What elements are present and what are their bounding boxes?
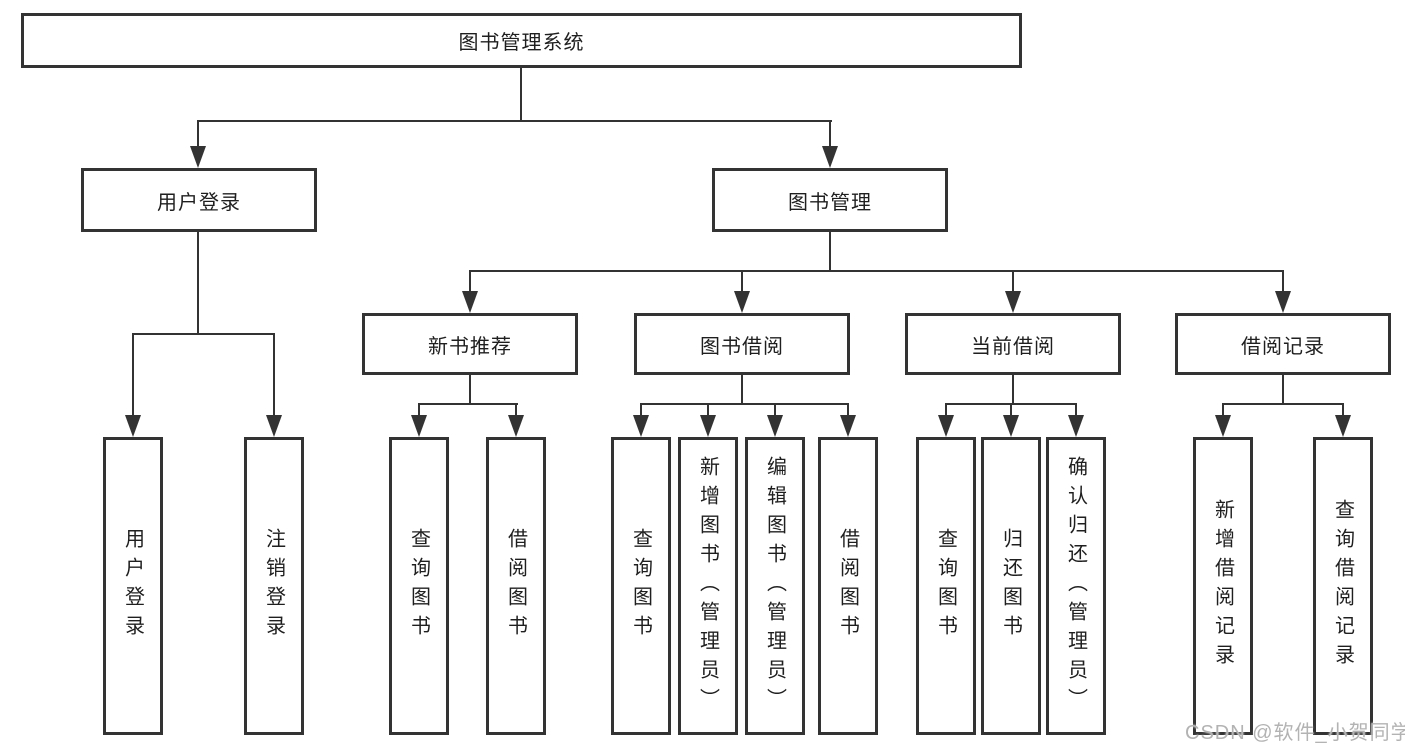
connector-line (197, 120, 832, 122)
connector-line (469, 375, 471, 404)
node-current-borrow: 当前借阅 (905, 313, 1121, 375)
arrow-down-icon (125, 415, 141, 437)
arrow-down-icon (1215, 415, 1231, 437)
connector-line (707, 403, 709, 415)
leaf-query-books-3: 查询图书 (916, 437, 976, 735)
leaf-edit-book-admin: 编辑图书（管理员） (745, 437, 805, 735)
node-label: 图书管理 (788, 191, 872, 214)
node-user-login: 用户登录 (81, 168, 317, 232)
node-label: 编辑图书（管理员） (763, 455, 786, 717)
connector-line (1012, 270, 1014, 291)
connector-line (1075, 403, 1077, 415)
connector-line (197, 232, 199, 335)
leaf-add-borrow-record: 新增借阅记录 (1193, 437, 1253, 735)
connector-line (132, 333, 134, 415)
node-label: 确认归还（管理员） (1064, 455, 1087, 717)
connector-line (1010, 403, 1012, 415)
arrow-down-icon (767, 415, 783, 437)
node-label: 当前借阅 (971, 335, 1055, 358)
node-root: 图书管理系统 (21, 13, 1022, 68)
connector-line (847, 403, 849, 415)
watermark: CSDN @软件_小贺同学 (1185, 722, 1405, 744)
arrow-down-icon (266, 415, 282, 437)
arrow-down-icon (734, 291, 750, 313)
node-label: 查询图书 (407, 528, 430, 644)
node-label: 用户登录 (157, 191, 241, 214)
arrow-down-icon (840, 415, 856, 437)
connector-line (418, 403, 420, 415)
connector-line (640, 403, 642, 415)
connector-line (469, 270, 1284, 272)
node-label: 查询图书 (934, 528, 957, 644)
leaf-query-books-2: 查询图书 (611, 437, 671, 735)
arrow-down-icon (1005, 291, 1021, 313)
node-book-management: 图书管理 (712, 168, 948, 232)
node-label: 借阅记录 (1241, 335, 1325, 358)
node-label: 新书推荐 (428, 335, 512, 358)
node-label: 归还图书 (999, 528, 1022, 644)
node-label: 查询借阅记录 (1331, 499, 1354, 673)
arrow-down-icon (190, 146, 206, 168)
connector-line (945, 403, 947, 415)
leaf-query-borrow-record: 查询借阅记录 (1313, 437, 1373, 735)
connector-line (197, 120, 199, 146)
node-label: 图书借阅 (700, 335, 784, 358)
connector-line (829, 120, 831, 146)
connector-line (829, 232, 831, 271)
connector-line (1222, 403, 1344, 405)
node-label: 借阅图书 (504, 528, 527, 644)
node-label: 新增借阅记录 (1211, 499, 1234, 673)
leaf-add-book-admin: 新增图书（管理员） (678, 437, 738, 735)
arrow-down-icon (1275, 291, 1291, 313)
leaf-logout: 注销登录 (244, 437, 304, 735)
connector-line (1222, 403, 1224, 415)
node-label: 借阅图书 (836, 528, 859, 644)
connector-line (1282, 375, 1284, 404)
node-label: 注销登录 (262, 528, 285, 644)
node-borrow-records: 借阅记录 (1175, 313, 1391, 375)
arrow-down-icon (1003, 415, 1019, 437)
leaf-borrow-books-2: 借阅图书 (818, 437, 878, 735)
connector-line (273, 333, 275, 415)
connector-line (1342, 403, 1344, 415)
connector-line (774, 403, 776, 415)
node-label: 新增图书（管理员） (696, 455, 719, 717)
node-label: 用户登录 (121, 528, 144, 644)
arrow-down-icon (1335, 415, 1351, 437)
connector-line (515, 403, 517, 415)
arrow-down-icon (938, 415, 954, 437)
arrow-down-icon (822, 146, 838, 168)
leaf-return-book: 归还图书 (981, 437, 1041, 735)
node-label: 查询图书 (629, 528, 652, 644)
connector-line (1012, 375, 1014, 404)
connector-line (741, 270, 743, 291)
leaf-borrow-books-1: 借阅图书 (486, 437, 546, 735)
leaf-confirm-return-admin: 确认归还（管理员） (1046, 437, 1106, 735)
arrow-down-icon (462, 291, 478, 313)
arrow-down-icon (508, 415, 524, 437)
connector-line (132, 333, 275, 335)
connector-line (741, 375, 743, 404)
arrow-down-icon (633, 415, 649, 437)
connector-line (520, 68, 522, 121)
connector-line (640, 403, 849, 405)
node-new-book-recommend: 新书推荐 (362, 313, 578, 375)
node-book-borrow: 图书借阅 (634, 313, 850, 375)
connector-line (469, 270, 471, 291)
arrow-down-icon (1068, 415, 1084, 437)
leaf-user-login: 用户登录 (103, 437, 163, 735)
node-label: 图书管理系统 (458, 32, 585, 54)
connector-line (418, 403, 518, 405)
leaf-query-books-1: 查询图书 (389, 437, 449, 735)
connector-line (1282, 270, 1284, 291)
arrow-down-icon (700, 415, 716, 437)
arrow-down-icon (411, 415, 427, 437)
